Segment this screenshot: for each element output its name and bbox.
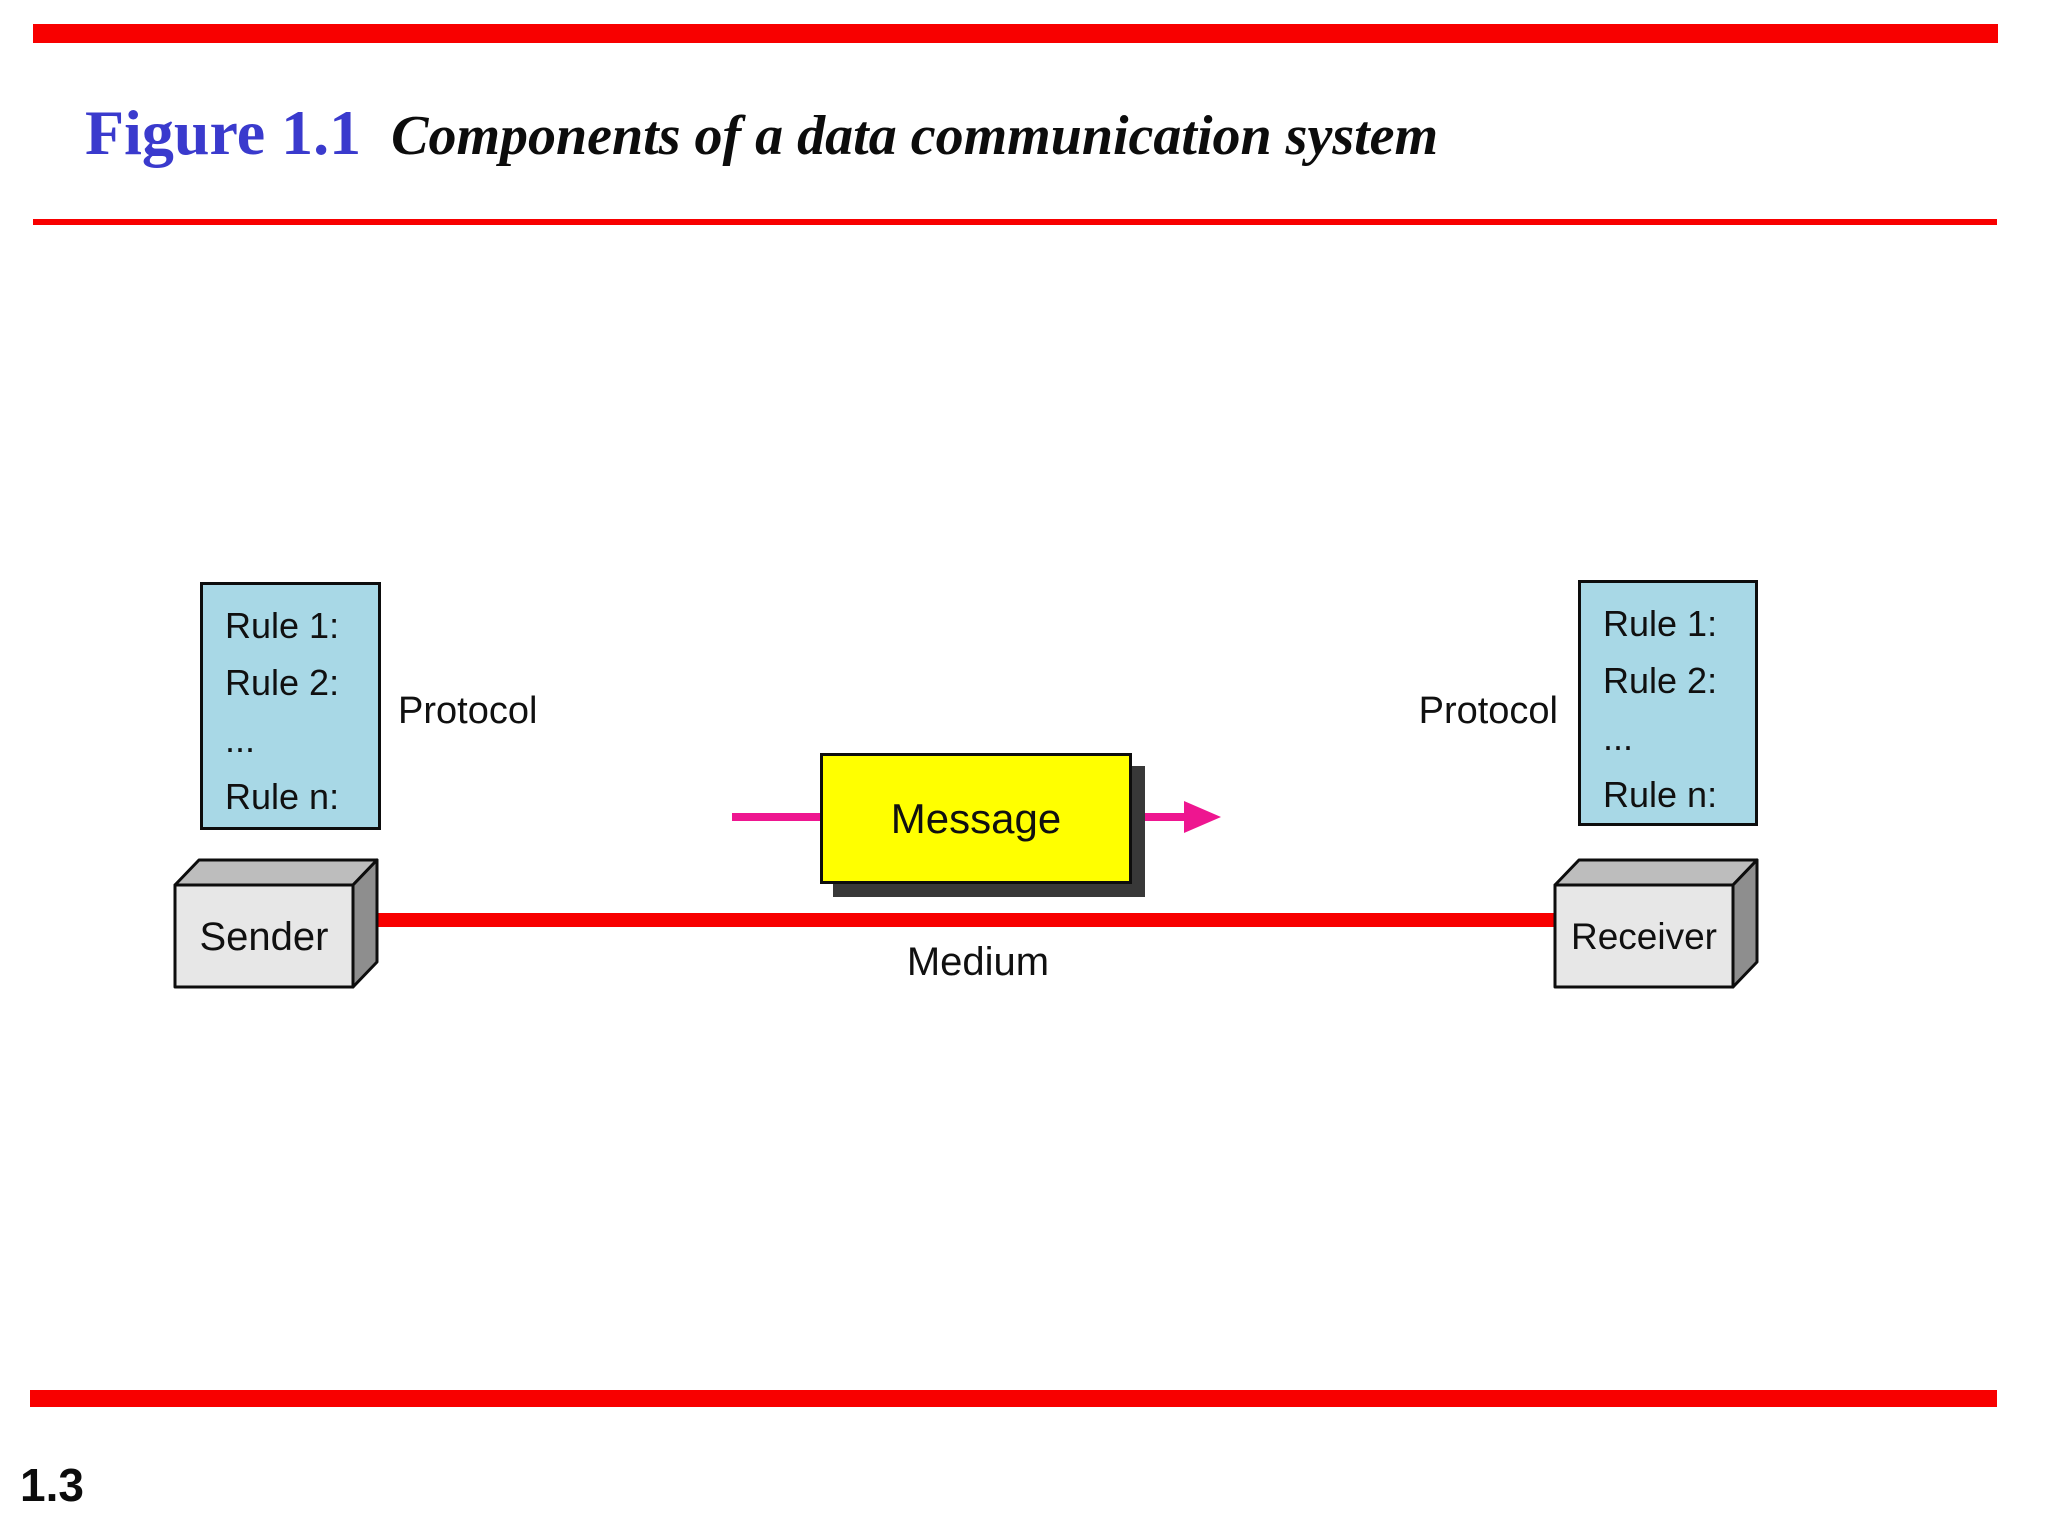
protocol-label-sender: Protocol xyxy=(398,690,538,732)
medium-link-line xyxy=(360,913,1558,927)
rule-line: ... xyxy=(225,719,256,760)
figure-number-label: Figure 1.1 xyxy=(85,97,362,168)
sender-device-box: Sender xyxy=(173,858,379,989)
top-red-bar xyxy=(33,24,1998,43)
medium-label: Medium xyxy=(906,940,1050,984)
rule-line: Rule 2: xyxy=(1603,660,1718,701)
figure-caption: Components of a data communication syste… xyxy=(391,105,1439,167)
sender-label: Sender xyxy=(200,915,329,959)
title-divider-line xyxy=(33,219,1997,225)
rule-line: Rule n: xyxy=(225,776,340,817)
rule-line: Rule 2: xyxy=(225,662,340,703)
message-arrow-in xyxy=(732,813,820,821)
receiver-box-top-face xyxy=(1553,858,1759,887)
message-arrow-out xyxy=(1138,813,1188,821)
rule-line: Rule 1: xyxy=(1603,603,1718,644)
sender-box-top-face xyxy=(173,858,379,887)
rule-line: Rule 1: xyxy=(225,605,340,646)
receiver-label: Receiver xyxy=(1571,916,1717,957)
protocol-rules-box-receiver: Rule 1: Rule 2: ... Rule n: xyxy=(1578,580,1758,826)
protocol-rules-box-sender: Rule 1: Rule 2: ... Rule n: xyxy=(200,582,381,830)
message-label: Message xyxy=(890,794,1062,842)
bottom-red-bar xyxy=(30,1390,1997,1407)
protocol-label-receiver: Protocol xyxy=(1418,690,1558,732)
message-box: Message xyxy=(820,753,1132,884)
receiver-device-box: Receiver xyxy=(1553,858,1759,989)
sender-box-front-face xyxy=(173,883,355,989)
message-arrowhead-icon xyxy=(1184,801,1221,833)
rule-line: Rule n: xyxy=(1603,774,1718,815)
figure-title: Figure 1.1 Components of a data communic… xyxy=(85,96,1438,170)
rule-line: ... xyxy=(1603,717,1634,758)
receiver-box-front-face xyxy=(1553,883,1735,989)
page-number: 1.3 xyxy=(20,1459,84,1511)
